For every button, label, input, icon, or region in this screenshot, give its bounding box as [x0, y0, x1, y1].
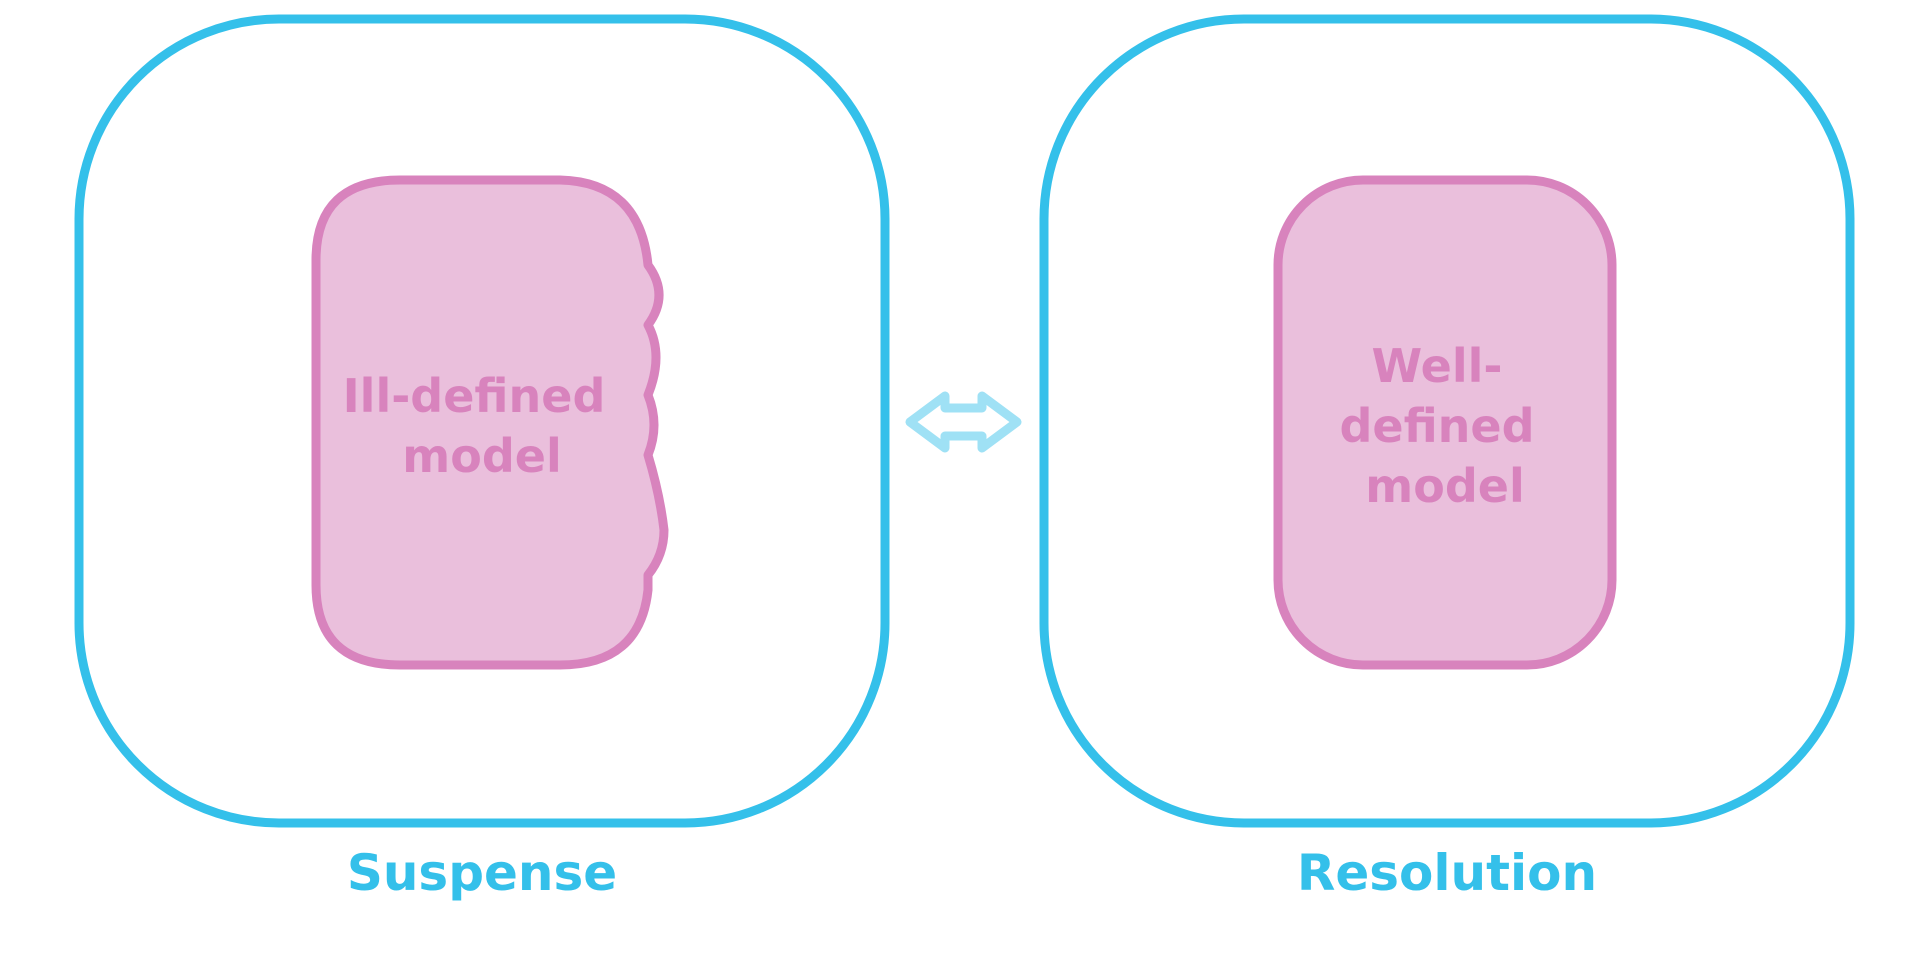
ill-defined-model-label: Ill-defined model — [343, 369, 622, 483]
suspense-label: Suspense — [347, 844, 617, 902]
left-panel-frame — [74, 14, 890, 828]
right-panel: Well- defined model Resolution — [1039, 14, 1855, 902]
well-defined-line-3: model — [1365, 459, 1524, 513]
right-panel-frame — [1039, 14, 1855, 828]
ill-defined-line-2: model — [402, 429, 561, 483]
ill-defined-line-1: Ill-defined — [343, 369, 606, 423]
well-defined-line-2: defined — [1339, 399, 1534, 453]
well-defined-line-1: Well- — [1372, 339, 1503, 393]
resolution-label: Resolution — [1297, 844, 1597, 902]
well-defined-model-label: Well- defined model — [1339, 339, 1550, 513]
left-panel: Ill-defined model Suspense — [74, 14, 890, 902]
well-defined-model-shape — [1273, 175, 1617, 670]
ill-defined-model-shape — [311, 175, 669, 670]
double-headed-arrow-icon — [905, 391, 1022, 453]
